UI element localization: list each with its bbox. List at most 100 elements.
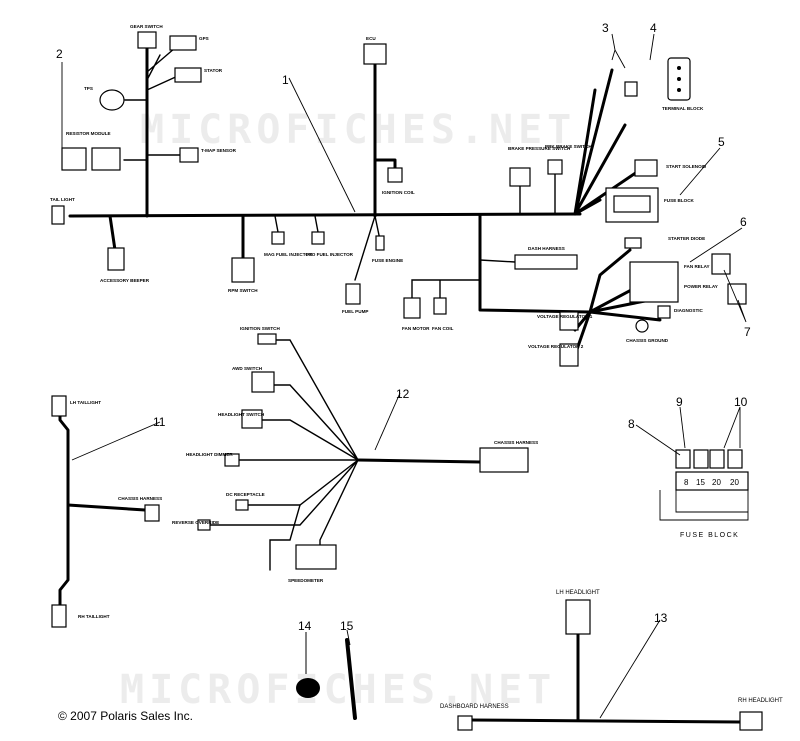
- mag-fuel-injector: [271, 231, 285, 245]
- callout-11: 11: [153, 415, 166, 429]
- callout-4: 4: [650, 21, 657, 35]
- fuse-value-2: 15: [696, 478, 705, 487]
- fuse-value-1: 8: [684, 478, 689, 487]
- headlight-dimmer-label: HEADLIGHT DIMMER: [186, 452, 233, 457]
- callout-6: 6: [740, 215, 747, 229]
- gps-label: GPS: [199, 36, 209, 41]
- callout-10: 10: [734, 395, 748, 409]
- terminal-connector: [624, 81, 638, 97]
- watermark-bottom: MICROFICHES.NET: [120, 667, 556, 713]
- callout-15: 15: [340, 619, 354, 633]
- item-15-cable-tie: [345, 638, 357, 720]
- fuse-engine-label: FUSE ENGINE: [372, 258, 403, 263]
- voltage-regulator-1: [559, 311, 579, 331]
- park-brake-switch: [547, 159, 563, 175]
- callout-1: 1: [282, 73, 289, 87]
- park-brake-switch-label: PRK BRAKE SWITCH: [545, 144, 592, 149]
- speedometer-connector: [295, 544, 337, 570]
- fuse-block-title: FUSE BLOCK: [680, 532, 739, 539]
- fan-coil-connector: [433, 297, 447, 315]
- dash-harness-label: DASH HARNESS: [528, 246, 565, 251]
- item-14-grommet: [296, 632, 320, 698]
- callout-3: 3: [602, 21, 609, 35]
- callout-12: 12: [396, 387, 410, 401]
- tail-light-label: TAIL LIGHT: [50, 197, 75, 202]
- reverse-override: [197, 519, 211, 531]
- callout-7: 7: [744, 325, 751, 339]
- dc-receptacle: [235, 499, 249, 511]
- voltage-regulator-1-label: VOLTAGE REGULATOR 1: [537, 314, 593, 319]
- chassis-harness-end-label: CHASSIS HARNESS: [118, 496, 162, 501]
- diagnostic-connector: [657, 305, 671, 319]
- gps-connector: [169, 35, 197, 51]
- relay-housing: [629, 261, 679, 303]
- fuse-engine: [375, 235, 385, 251]
- awd-switch-label: AWD SWITCH: [232, 366, 263, 371]
- resistor-module: [61, 147, 87, 171]
- headlight-switch-label: HEADLIGHT SWITCH: [218, 412, 265, 417]
- fan-relay-label: FAN RELAY: [684, 264, 710, 269]
- voltage-regulator-2: [559, 343, 579, 367]
- chassis-harness: LH TAILLIGHT RH TAILLIGHT CHASSIS HARNES…: [51, 395, 162, 628]
- lh-headlight-connector: [565, 599, 591, 635]
- dash-harness-connector: [514, 254, 578, 270]
- starter-diode-label: STARTER DIODE: [668, 236, 705, 241]
- ecu-connector: [363, 43, 387, 65]
- rh-taillight-label: RH TAILLIGHT: [78, 614, 110, 619]
- callout-5: 5: [718, 135, 725, 149]
- rpm-switch: [231, 257, 255, 283]
- brake-pressure-switch-label: BRAKE PRESSURE SWITCH: [508, 146, 571, 151]
- resistor-module-connector: [91, 147, 121, 171]
- chassis-harness-label: CHASSIS HARNESS: [494, 440, 538, 445]
- awd-switch: [251, 371, 275, 393]
- diagnostic-label: DIAGNOSTIC: [674, 308, 704, 313]
- headlight-dimmer: [224, 453, 240, 467]
- fuse-value-4: 20: [730, 478, 739, 487]
- main-harness: TAIL LIGHT GEAR SWITCH GPS STATOR TPS RE…: [50, 24, 747, 367]
- terminal-block-label: TERMINAL BLOCK: [662, 106, 704, 111]
- pto-fuel-injector-label: PTO FUEL INJECTOR: [306, 252, 354, 257]
- tmap-sensor-label: T-MAP SENSOR: [201, 148, 237, 153]
- tps-sensor: [99, 89, 125, 111]
- callout-14: 14: [298, 619, 312, 633]
- rpm-switch-label: RPM SWITCH: [228, 288, 258, 293]
- fan-relay: [711, 253, 731, 275]
- lh-headlight-label: LH HEADLIGHT: [556, 590, 600, 596]
- copyright-text: © 2007 Polaris Sales Inc.: [58, 709, 193, 723]
- ignition-switch: [257, 333, 277, 345]
- fuse-value-3: 20: [712, 478, 721, 487]
- fuse-block-body: [675, 471, 749, 491]
- gear-switch-label: GEAR SWITCH: [130, 24, 163, 29]
- accessory-beeper-label: ACCESSORY BEEPER: [100, 278, 150, 283]
- chassis-ground-label: CHASSIS GROUND: [626, 338, 669, 343]
- starter-diode: [624, 237, 642, 249]
- reverse-override-label: REVERSE OVERRIDE: [172, 520, 219, 525]
- accessory-beeper: [107, 247, 125, 271]
- start-solenoid: [634, 159, 658, 177]
- voltage-regulator-2-label: VOLTAGE REGULATOR 2: [528, 344, 584, 349]
- mag-fuel-injector-label: MAG FUEL INJECTOR: [264, 252, 313, 257]
- callout-9: 9: [676, 395, 683, 409]
- headlight-harness: LH HEADLIGHT RH HEADLIGHT DASHBOARD HARN…: [440, 590, 783, 731]
- chassis-harness-connector: [479, 447, 529, 473]
- tmap-sensor-connector: [179, 147, 199, 163]
- dash-harness: IGNITION SWITCH AWD SWITCH HEADLIGHT SWI…: [172, 326, 538, 583]
- headlight-switch: [241, 409, 263, 429]
- start-solenoid-label: START SOLENOID: [666, 164, 707, 169]
- main-fuse-block-label: FUSE BLOCK: [664, 198, 695, 203]
- stator-label: STATOR: [204, 68, 223, 73]
- callout-13: 13: [654, 611, 668, 625]
- fuse-block-detail: 8 15 20 20 FUSE BLOCK: [659, 449, 749, 539]
- dashboard-harness-connector: [457, 715, 473, 731]
- tail-light-connector: [51, 205, 65, 225]
- dashboard-harness-label: DASHBOARD HARNESS: [440, 704, 509, 710]
- dc-receptacle-label: DC RECEPTACLE: [226, 492, 265, 497]
- ecu-label: ECU: [366, 36, 376, 41]
- gear-switch-connector: [137, 31, 157, 49]
- callout-8: 8: [628, 417, 635, 431]
- ignition-coil-label: IGNITION COIL: [382, 190, 415, 195]
- watermark-top: MICROFICHES.NET: [140, 107, 576, 153]
- brake-pressure-switch: [509, 167, 531, 187]
- power-relay-label: POWER RELAY: [684, 284, 718, 289]
